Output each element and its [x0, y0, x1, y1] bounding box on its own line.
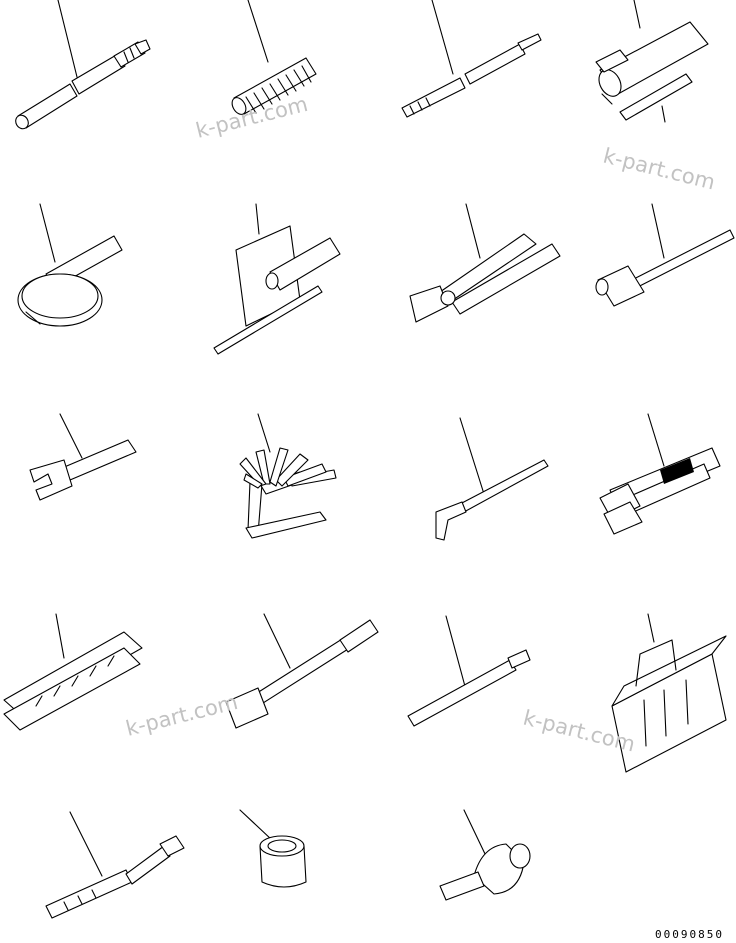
adapter-tool[interactable]	[439, 809, 531, 901]
screwdriver-tool[interactable]	[401, 0, 542, 118]
wrench-set-tool[interactable]	[599, 413, 721, 535]
spring-tool[interactable]	[229, 0, 317, 117]
adjustable-wrench-tool[interactable]	[29, 413, 137, 501]
spark-wrench-tool[interactable]	[45, 811, 185, 919]
hammer-tool[interactable]	[595, 203, 735, 307]
watermark-text: k-part.com	[123, 690, 240, 741]
grease-gun-tool[interactable]	[595, 0, 709, 123]
screwdriver-bit-tool[interactable]	[213, 203, 341, 355]
pry-bar-tool[interactable]	[435, 417, 549, 541]
drawing-code: 00090850	[655, 928, 724, 941]
pliers-tool[interactable]	[409, 203, 561, 323]
socket-tool[interactable]	[239, 809, 307, 888]
extension-bar-tool[interactable]	[13, 0, 151, 131]
watermark-text: k-part.com	[601, 144, 718, 195]
filter-wrench-tool[interactable]	[17, 203, 123, 327]
tool-bag[interactable]	[611, 613, 727, 773]
socket-set-case-tool[interactable]	[3, 613, 143, 731]
feeler-gauge-tool[interactable]	[239, 413, 337, 539]
tire-gauge-tool[interactable]	[407, 615, 531, 727]
socket-wrench-tool[interactable]	[225, 613, 379, 729]
